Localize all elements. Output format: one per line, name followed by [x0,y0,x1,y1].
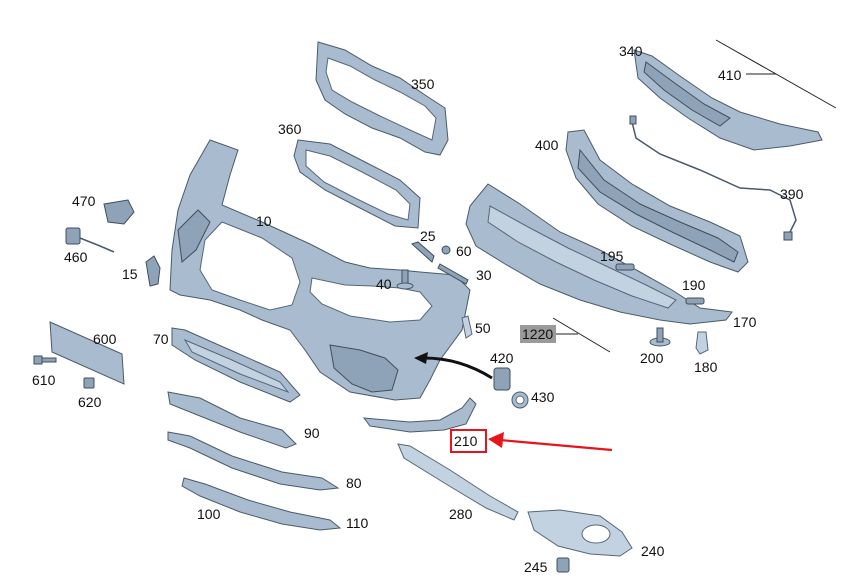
label-410[interactable]: 410 [718,67,742,83]
label-80[interactable]: 80 [346,475,362,491]
part-460-connector[interactable] [65,227,115,253]
part-50-clip[interactable] [461,315,473,339]
label-400[interactable]: 400 [535,137,559,153]
label-90[interactable]: 90 [304,425,320,441]
part-620-nut[interactable] [83,377,95,389]
part-350-frame[interactable] [315,41,449,156]
label-110[interactable]: 110 [346,515,369,531]
part-190-pad[interactable] [685,297,705,305]
part-80-trim[interactable] [167,431,340,491]
tag-1220-background [520,325,556,343]
part-1220-underbody[interactable] [465,183,733,325]
part-245-nut[interactable] [556,557,570,573]
label-430[interactable]: 430 [531,389,555,405]
part-10-bumper[interactable] [169,139,471,401]
label-420[interactable]: 420 [490,350,514,366]
part-390-harness[interactable] [629,115,797,241]
part-610-bolt[interactable] [33,355,57,365]
part-labels: 350 360 10 470 460 15 25 60 30 40 50 600… [32,43,804,575]
label-1220[interactable]: 1220 [522,326,553,342]
part-430-ring[interactable] [511,391,529,409]
label-60[interactable]: 60 [456,243,472,259]
highlight-box-210 [450,429,487,453]
part-180-rivet[interactable] [695,331,709,355]
part-600-plate[interactable] [49,321,125,385]
part-40-clip[interactable] [396,269,414,290]
part-100-strip[interactable] [181,477,342,531]
label-340[interactable]: 340 [619,43,643,59]
label-195[interactable]: 195 [600,248,624,264]
label-210[interactable]: 210 [454,433,478,449]
label-180[interactable]: 180 [694,359,718,375]
part-420-sensor[interactable] [493,367,511,391]
part-280-mesh[interactable] [397,443,519,521]
label-15[interactable]: 15 [122,266,138,282]
label-30[interactable]: 30 [476,267,492,283]
label-170[interactable]: 170 [733,314,757,330]
label-390[interactable]: 390 [780,186,804,202]
label-610[interactable]: 610 [32,372,56,388]
part-200-clip[interactable] [649,327,671,347]
part-210-lip[interactable] [362,397,477,433]
part-15-bracket[interactable] [145,255,161,287]
label-10[interactable]: 10 [256,213,272,229]
part-90-trim[interactable] [167,391,297,449]
label-50[interactable]: 50 [475,320,491,336]
label-70[interactable]: 70 [153,331,169,347]
part-30-bolt[interactable] [437,263,469,285]
label-100[interactable]: 100 [197,506,221,522]
part-195-pad[interactable] [615,263,635,271]
part-340-carrier[interactable] [633,49,823,151]
part-70-grille[interactable] [171,327,301,403]
part-470-bracket[interactable] [103,199,135,225]
label-240[interactable]: 240 [641,543,665,559]
label-360[interactable]: 360 [278,121,302,137]
label-40[interactable]: 40 [376,276,392,292]
label-25[interactable]: 25 [420,228,436,244]
label-280[interactable]: 280 [449,506,473,522]
highlight-arrow [488,432,613,452]
label-350[interactable]: 350 [411,76,435,92]
label-620[interactable]: 620 [78,394,102,410]
part-25-strip[interactable] [411,241,435,263]
label-190[interactable]: 190 [682,277,706,293]
label-460[interactable]: 460 [64,249,88,265]
arrow-420 [414,352,493,380]
label-245[interactable]: 245 [524,559,548,575]
label-200[interactable]: 200 [640,350,664,366]
part-240-fog-grille[interactable] [527,509,633,557]
part-60-clip[interactable] [441,245,451,255]
part-360-frame[interactable] [293,139,421,229]
leader-lines [552,39,837,353]
label-470[interactable]: 470 [72,193,96,209]
part-400-impact-bar[interactable] [565,129,749,273]
label-600[interactable]: 600 [93,331,117,347]
